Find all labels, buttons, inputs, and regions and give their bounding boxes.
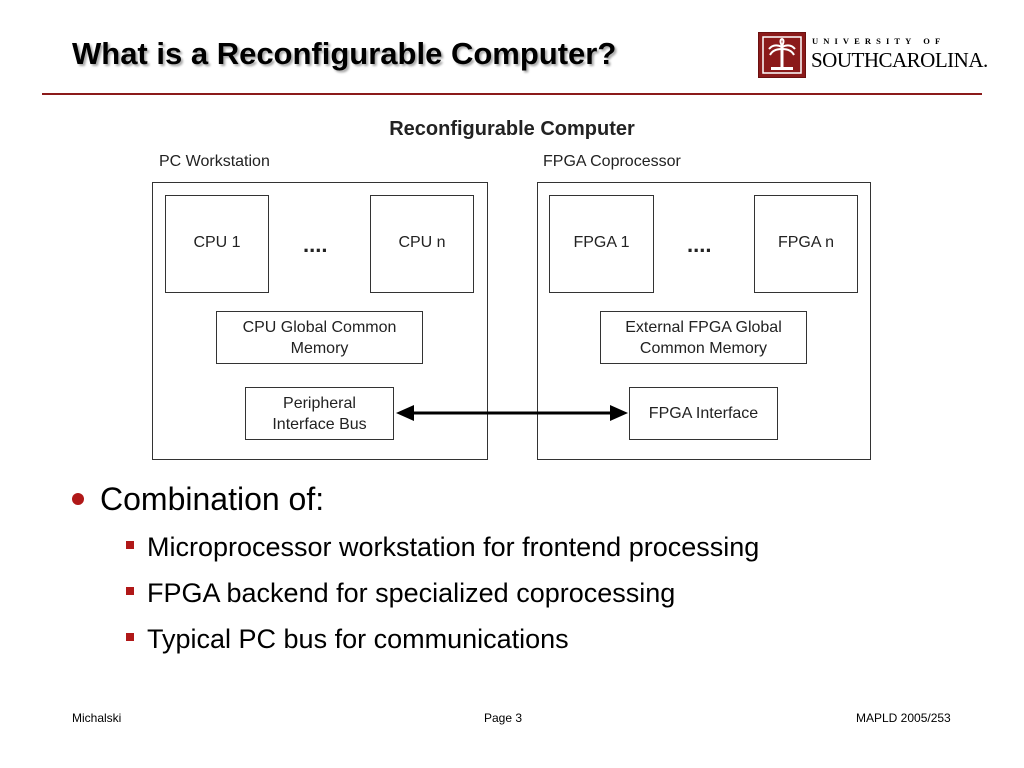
footer-conference: MAPLD 2005/253 xyxy=(856,711,951,725)
cpu-first-box: CPU 1 xyxy=(165,195,269,293)
slide-title: What is a Reconfigurable Computer? xyxy=(72,36,617,71)
logo-top-text: UNIVERSITY OF xyxy=(812,36,946,46)
fpga-ellipsis: .... xyxy=(687,232,712,257)
fpga-memory-line2: Common Memory xyxy=(639,339,768,357)
palmetto-seal-icon xyxy=(758,32,806,78)
title-divider xyxy=(42,93,982,95)
footer-author: Michalski xyxy=(72,711,122,725)
cpu-ellipsis: .... xyxy=(303,232,328,257)
pc-workstation-label: PC Workstation xyxy=(159,153,270,170)
bullet-main-text: Combination of: xyxy=(100,481,325,517)
fpga-memory-box: External FPGA Global Common Memory xyxy=(600,311,807,364)
footer-page-number: Page 3 xyxy=(484,711,523,725)
bullet-dot-icon xyxy=(72,492,84,505)
fpga-last-box: FPGA n xyxy=(754,195,858,293)
bullet-sub-text: FPGA backend for specialized coprocessin… xyxy=(147,578,676,608)
bullet-sub-item: FPGA backend for specialized coprocessin… xyxy=(126,578,675,609)
peripheral-bus-line1: Peripheral xyxy=(283,394,356,412)
cpu-last-box: CPU n xyxy=(370,195,474,293)
bullet-square-icon xyxy=(126,540,134,549)
university-logo: UNIVERSITY OF SOUTHCAROLINA. xyxy=(758,32,988,78)
peripheral-bus-box: Peripheral Interface Bus xyxy=(245,387,394,440)
fpga-interface-box: FPGA Interface xyxy=(629,387,778,440)
diagram-title: Reconfigurable Computer xyxy=(389,118,635,140)
logo-bottom-text: SOUTHCAROLINA. xyxy=(811,48,988,72)
fpga-coprocessor-label: FPGA Coprocessor xyxy=(543,153,681,170)
bullet-main: Combination of: xyxy=(72,481,324,518)
cpu-first-label: CPU 1 xyxy=(193,234,241,251)
fpga-first-box: FPGA 1 xyxy=(549,195,654,293)
peripheral-bus-line2: Interface Bus xyxy=(272,415,367,433)
cpu-memory-line1: CPU Global Common xyxy=(242,318,397,336)
fpga-interface-label: FPGA Interface xyxy=(648,405,759,422)
fpga-memory-line1: External FPGA Global xyxy=(625,318,782,336)
bullet-square-icon xyxy=(126,586,134,595)
cpu-memory-line2: Memory xyxy=(290,339,349,357)
bullet-square-icon xyxy=(126,632,134,641)
fpga-last-label: FPGA n xyxy=(777,234,835,251)
cpu-memory-box: CPU Global Common Memory xyxy=(216,311,423,364)
bullet-sub-item: Typical PC bus for communications xyxy=(126,624,569,655)
bullet-sub-item: Microprocessor workstation for frontend … xyxy=(126,532,759,563)
bullet-sub-text: Typical PC bus for communications xyxy=(147,624,569,654)
fpga-first-label: FPGA 1 xyxy=(573,234,630,251)
bullet-sub-text: Microprocessor workstation for frontend … xyxy=(147,532,760,562)
cpu-last-label: CPU n xyxy=(398,234,446,251)
